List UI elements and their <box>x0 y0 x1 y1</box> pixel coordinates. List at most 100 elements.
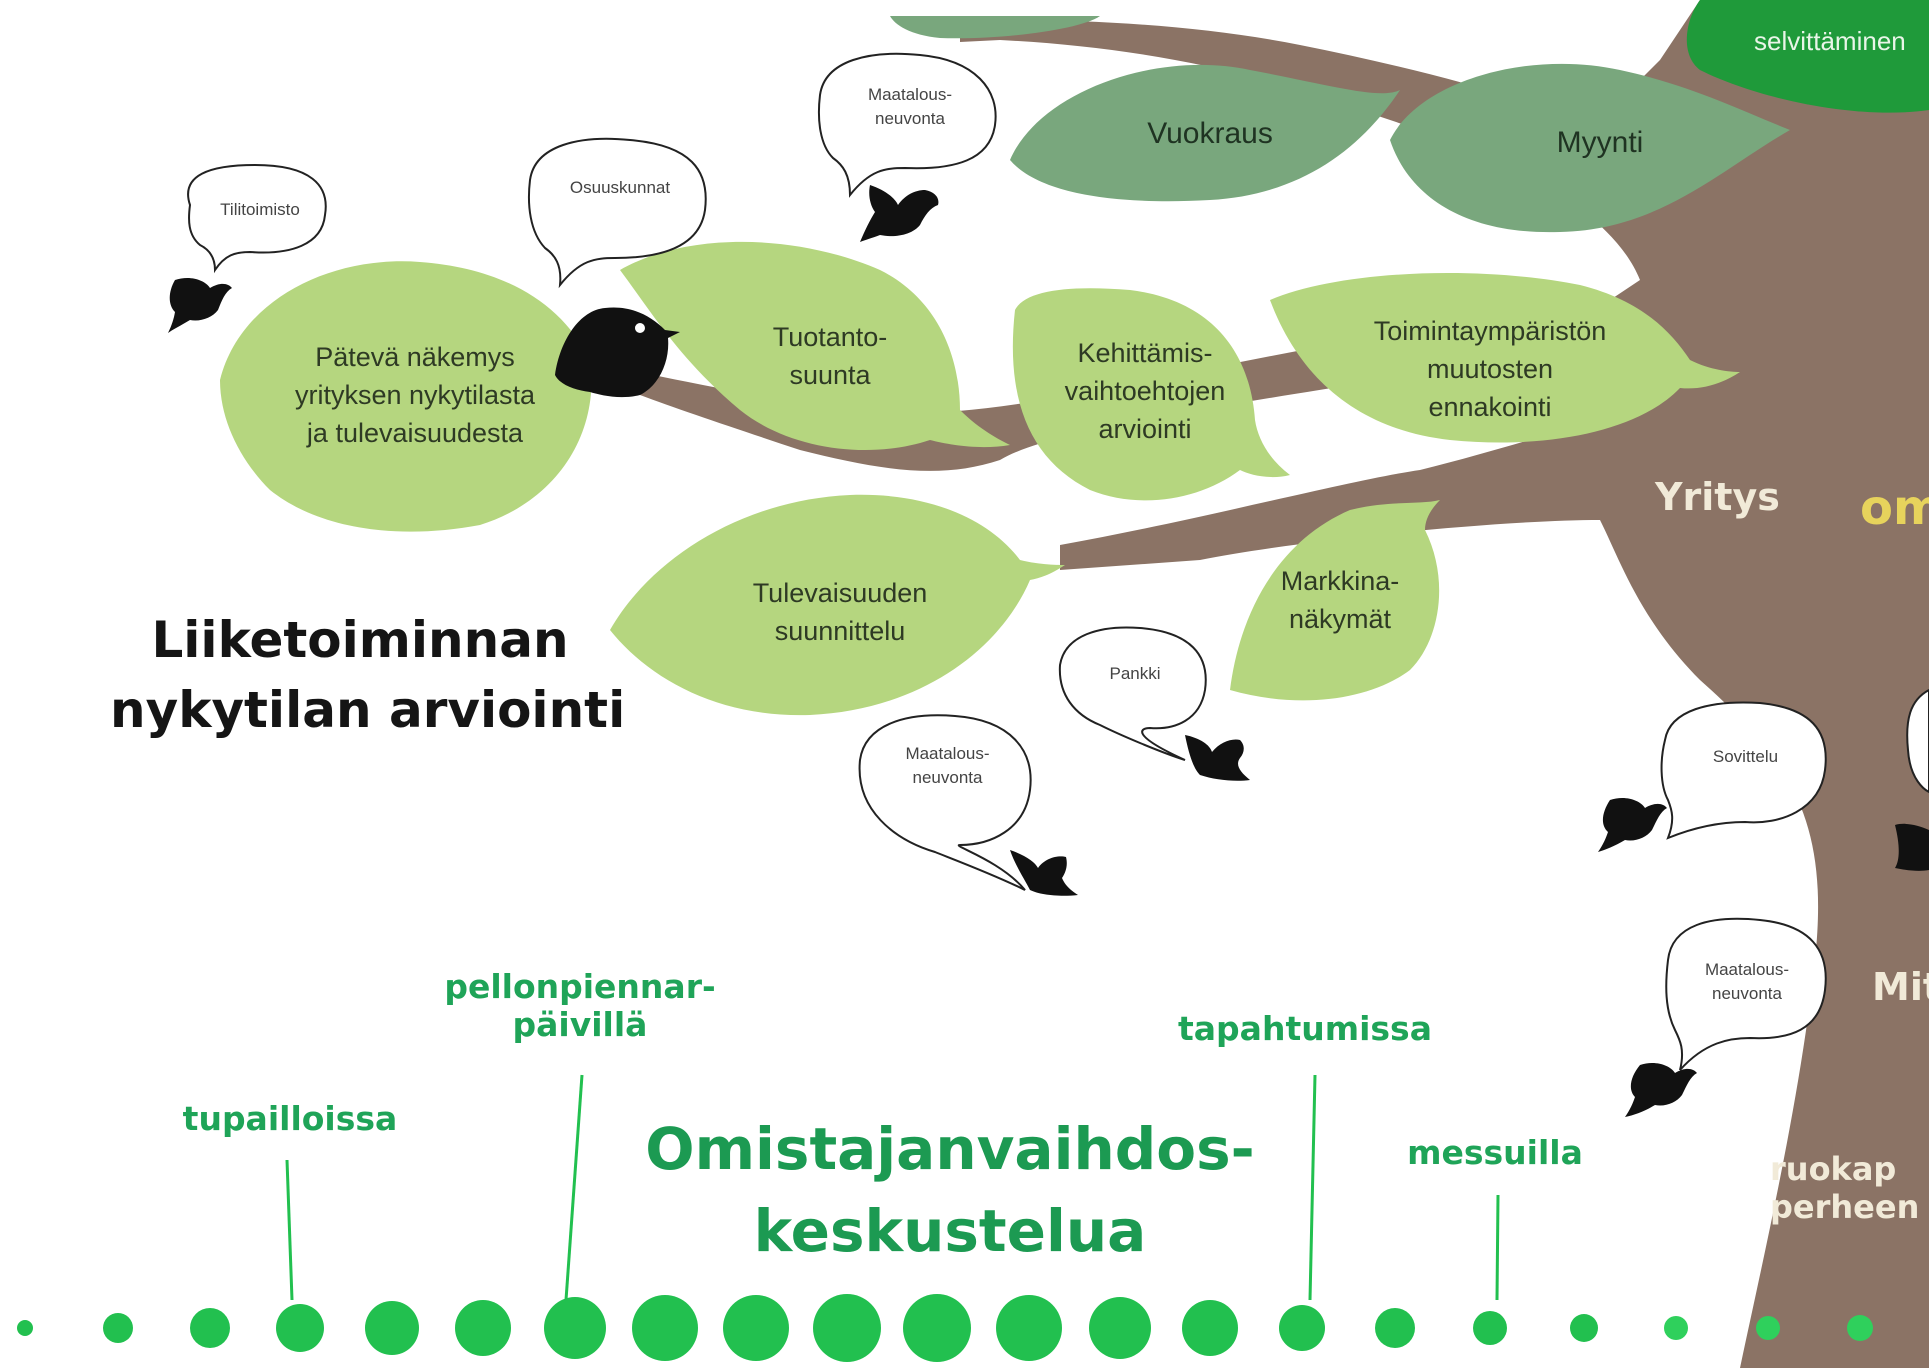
timeline-dot <box>103 1313 133 1343</box>
leaf-line: yrityksen nykytilasta <box>294 380 536 410</box>
bubble-line: neuvonta <box>875 109 945 128</box>
leaf-label-tulevaisuus: Tulevaisuuden suunnittelu <box>710 574 970 650</box>
bird-icon <box>1010 850 1078 896</box>
leaf-line: Pätevä näkemys <box>315 342 515 372</box>
leaf-line: suunnittelu <box>774 616 906 646</box>
timeline-dot <box>1473 1311 1507 1345</box>
pointer-line-pellonpiennar <box>564 1074 584 1301</box>
leaf-tuotanto <box>620 241 1010 450</box>
timeline-dot <box>1375 1308 1415 1348</box>
trunk-label-yritys: Yritys <box>1655 475 1780 519</box>
leaf-kehittamis <box>1012 288 1290 501</box>
center-title-line-1: Omistajanvaihdos- <box>645 1115 1255 1183</box>
bubble-osuuskunnat <box>527 137 707 289</box>
trunk-label-om: om <box>1860 480 1929 536</box>
timeline-dot <box>276 1304 324 1352</box>
place-label-messuilla: messuilla <box>1407 1133 1583 1172</box>
timeline-dot <box>1570 1314 1598 1342</box>
bubble-label-pankki: Pankki <box>1109 664 1161 683</box>
bubble-line: Maatalous- <box>867 85 953 104</box>
top-right-fragment: selvittäminen <box>1754 26 1906 56</box>
timeline-dot <box>1089 1297 1151 1359</box>
leaf-top-right <box>1686 0 1929 113</box>
bird-icon <box>555 307 680 398</box>
heading-line-2: nykytilan arviointi <box>110 681 626 739</box>
trunk-label-mit: Mit <box>1872 965 1929 1009</box>
center-title: Omistajanvaihdos- keskustelua <box>640 1108 1260 1272</box>
leaf-label-kehittamis: Kehittämis- vaihtoehtojen arviointi <box>1035 334 1255 448</box>
bubble-label-sovittelu: Sovittelu <box>1712 747 1779 766</box>
bubble-label-maatalous-right: Maatalous- neuvonta <box>1672 958 1822 1006</box>
place-label-pellonpiennar: pellonpiennar- päivillä <box>440 968 720 1044</box>
bubble-maatalous-right <box>1665 917 1827 1071</box>
bubble-label-tilitoimisto: Tilitoimisto <box>220 200 300 219</box>
timeline-dot <box>1847 1315 1873 1341</box>
bubble-line: neuvonta <box>912 768 983 787</box>
timeline-dots <box>17 1294 1873 1362</box>
timeline-dot <box>1756 1316 1780 1340</box>
leaf-line: näkymät <box>1288 604 1392 634</box>
bird-icon <box>1185 735 1250 781</box>
leaf-pateva <box>220 261 592 532</box>
pointer-line-tupailloissa <box>285 1159 294 1301</box>
leaf-line: vaihtoehtojen <box>1064 376 1226 406</box>
main-heading: Liiketoiminnan nykytilan arviointi <box>110 605 626 745</box>
bubble-sovittelu <box>1660 701 1827 840</box>
bird-eye <box>635 323 645 333</box>
leaf-line: muutosten <box>1426 354 1554 384</box>
leaf-top-left-partial <box>890 16 1100 39</box>
trunk-line: ruokap <box>1770 1150 1897 1188</box>
timeline-dot <box>190 1308 230 1348</box>
bubble-maatalous-top <box>817 52 997 198</box>
bubble-maatalous-mid <box>858 714 1032 891</box>
trunk-label-ruokap: ruokap perheen <box>1770 1150 1929 1226</box>
leaf-tulevaisuus <box>610 494 1065 716</box>
leaf-line: Tuotanto- <box>772 322 888 352</box>
leaf-label-markkina: Markkina- näkymät <box>1250 562 1430 638</box>
bubble-line: Maatalous- <box>1704 960 1790 979</box>
leaf-line: Toimintaympäristön <box>1373 316 1607 346</box>
bird-icon <box>860 185 939 242</box>
center-title-line-2: keskustelua <box>753 1197 1147 1265</box>
place-label-tupailloissa: tupailloissa <box>182 1099 398 1138</box>
timeline-dot <box>813 1294 881 1362</box>
timeline-dot <box>996 1295 1062 1361</box>
timeline-dot <box>365 1301 419 1355</box>
leaf-line: ennakointi <box>1428 392 1552 422</box>
leaf-toiminta <box>1270 273 1740 443</box>
leaf-markkina <box>1230 500 1440 701</box>
timeline-dot <box>455 1300 511 1356</box>
bird-icon <box>1625 1062 1697 1117</box>
bird-icon <box>1895 823 1929 871</box>
leaf-label-tuotanto: Tuotanto- suunta <box>730 318 930 394</box>
bubble-label-maatalous-mid: Maatalous- neuvonta <box>865 742 1030 790</box>
trunk-line: perheen <box>1770 1188 1920 1226</box>
place-line: päivillä <box>512 1005 648 1044</box>
timeline-dot <box>544 1297 606 1359</box>
timeline-dot <box>1664 1316 1688 1340</box>
leaf-myynti <box>1390 63 1790 233</box>
timeline-dot <box>632 1295 698 1361</box>
place-label-tapahtumissa: tapahtumissa <box>1178 1009 1432 1048</box>
leaf-line: Kehittämis- <box>1077 338 1213 368</box>
pointer-line-messuilla <box>1495 1194 1500 1301</box>
timeline-dot <box>723 1295 789 1361</box>
place-line: pellonpiennar- <box>444 967 716 1006</box>
timeline-dot <box>1182 1300 1238 1356</box>
bird-icon <box>168 277 232 333</box>
leaf-line: ja tulevaisuudesta <box>306 418 524 448</box>
leaf-line: Markkina- <box>1280 566 1400 596</box>
bubble-label-osuuskunnat: Osuuskunnat <box>569 178 671 197</box>
leaf-line: suunta <box>789 360 871 390</box>
timeline-dot <box>903 1294 971 1362</box>
heading-line-1: Liiketoiminnan <box>151 611 569 669</box>
bubble-label-maatalous-top: Maatalous- neuvonta <box>825 83 995 131</box>
bubble-right-edge <box>1906 688 1929 794</box>
leaf-line: Tulevaisuuden <box>752 578 928 608</box>
bubble-line: Maatalous- <box>905 744 990 763</box>
leaf-label-myynti: Myynti <box>1556 126 1644 159</box>
timeline-dot <box>17 1320 33 1336</box>
leaf-label-vuokraus: Vuokraus <box>1147 117 1273 150</box>
